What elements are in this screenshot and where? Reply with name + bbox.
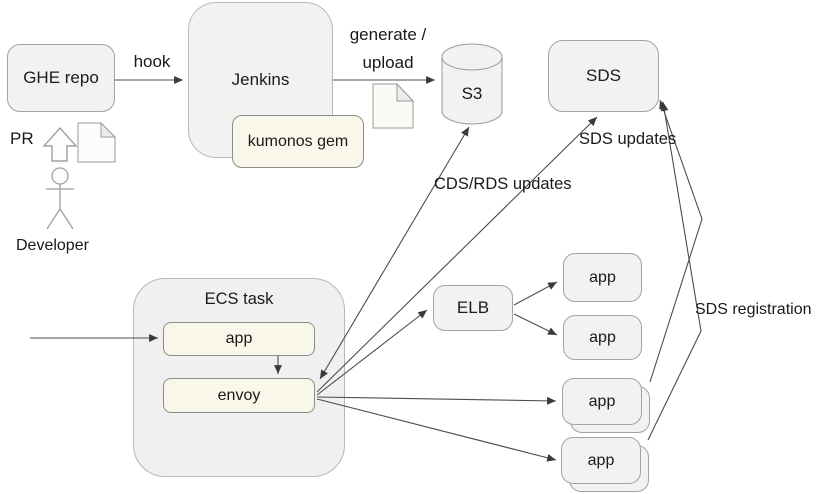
developer-leg-right	[59, 208, 74, 230]
s3-cylinder	[441, 43, 503, 125]
generate-upload-label: generate / upload	[338, 21, 438, 77]
developer-icon	[46, 167, 74, 230]
envoy-label: envoy	[217, 386, 261, 404]
edge-envoy-to-elb	[316, 309, 428, 396]
kumonos-gem-node: kumonos gem	[232, 115, 364, 168]
app-stack-upper-label: app	[588, 392, 616, 410]
edge-envoy-to-sds	[316, 116, 598, 393]
edge-elb-to-app-top	[513, 281, 558, 306]
app-top-label: app	[589, 268, 616, 286]
pr-document-page	[77, 122, 116, 163]
ecs-task-container	[133, 278, 345, 477]
sds-label: SDS	[586, 66, 621, 85]
elb-node: ELB	[433, 285, 513, 331]
kumonos-gem-label: kumonos gem	[247, 132, 349, 150]
upload-document-fold	[396, 82, 415, 102]
edge-envoy-to-app-stack-lower	[316, 398, 557, 462]
developer-label: Developer	[16, 237, 89, 254]
app-stack-lower-label: app	[587, 451, 615, 469]
pr-document-icon	[77, 121, 117, 163]
hook-label: hook	[133, 52, 171, 71]
jenkins-label: Jenkins	[231, 70, 290, 89]
edge-envoy-s3-cds-rds	[319, 126, 470, 380]
cds-rds-updates-label: CDS/RDS updates	[434, 175, 572, 193]
app-second-node: app	[563, 315, 642, 360]
app-top-node: app	[563, 253, 642, 302]
s3-label: S3	[461, 84, 483, 103]
developer-head	[51, 167, 69, 185]
upload-arrow-icon	[42, 127, 78, 162]
upload-document-page	[372, 83, 414, 129]
generate-upload-line2: upload	[362, 53, 414, 72]
sds-registration-label: SDS registration	[695, 301, 812, 318]
ghe-repo-label: GHE repo	[23, 68, 99, 87]
sds-updates-label: SDS updates	[579, 130, 677, 148]
pr-document-fold	[100, 121, 117, 138]
edge-app-upper-sds-registration	[649, 99, 703, 383]
pr-label: PR	[10, 129, 34, 148]
edge-app-lower-sds-registration	[647, 101, 702, 441]
developer-leg-left	[46, 208, 61, 230]
ecs-app-label: app	[225, 330, 253, 347]
elb-label: ELB	[456, 298, 490, 317]
s3-cylinder-top	[441, 43, 503, 71]
app-stack-upper-node: app	[562, 378, 642, 425]
ecs-app-node: app	[163, 322, 315, 356]
app-stack-lower-node: app	[561, 437, 641, 484]
ecs-task-label: ECS task	[204, 290, 274, 308]
app-second-label: app	[589, 328, 616, 346]
sds-node: SDS	[548, 40, 659, 112]
upload-document-icon	[372, 82, 415, 129]
ghe-repo-node: GHE repo	[7, 44, 115, 112]
envoy-node: envoy	[163, 378, 315, 413]
edge-elb-to-app-second	[513, 313, 558, 336]
edge-envoy-to-app-stack-upper	[316, 396, 557, 405]
generate-upload-line1: generate /	[349, 25, 427, 44]
s3-cylinder-body	[441, 57, 503, 125]
